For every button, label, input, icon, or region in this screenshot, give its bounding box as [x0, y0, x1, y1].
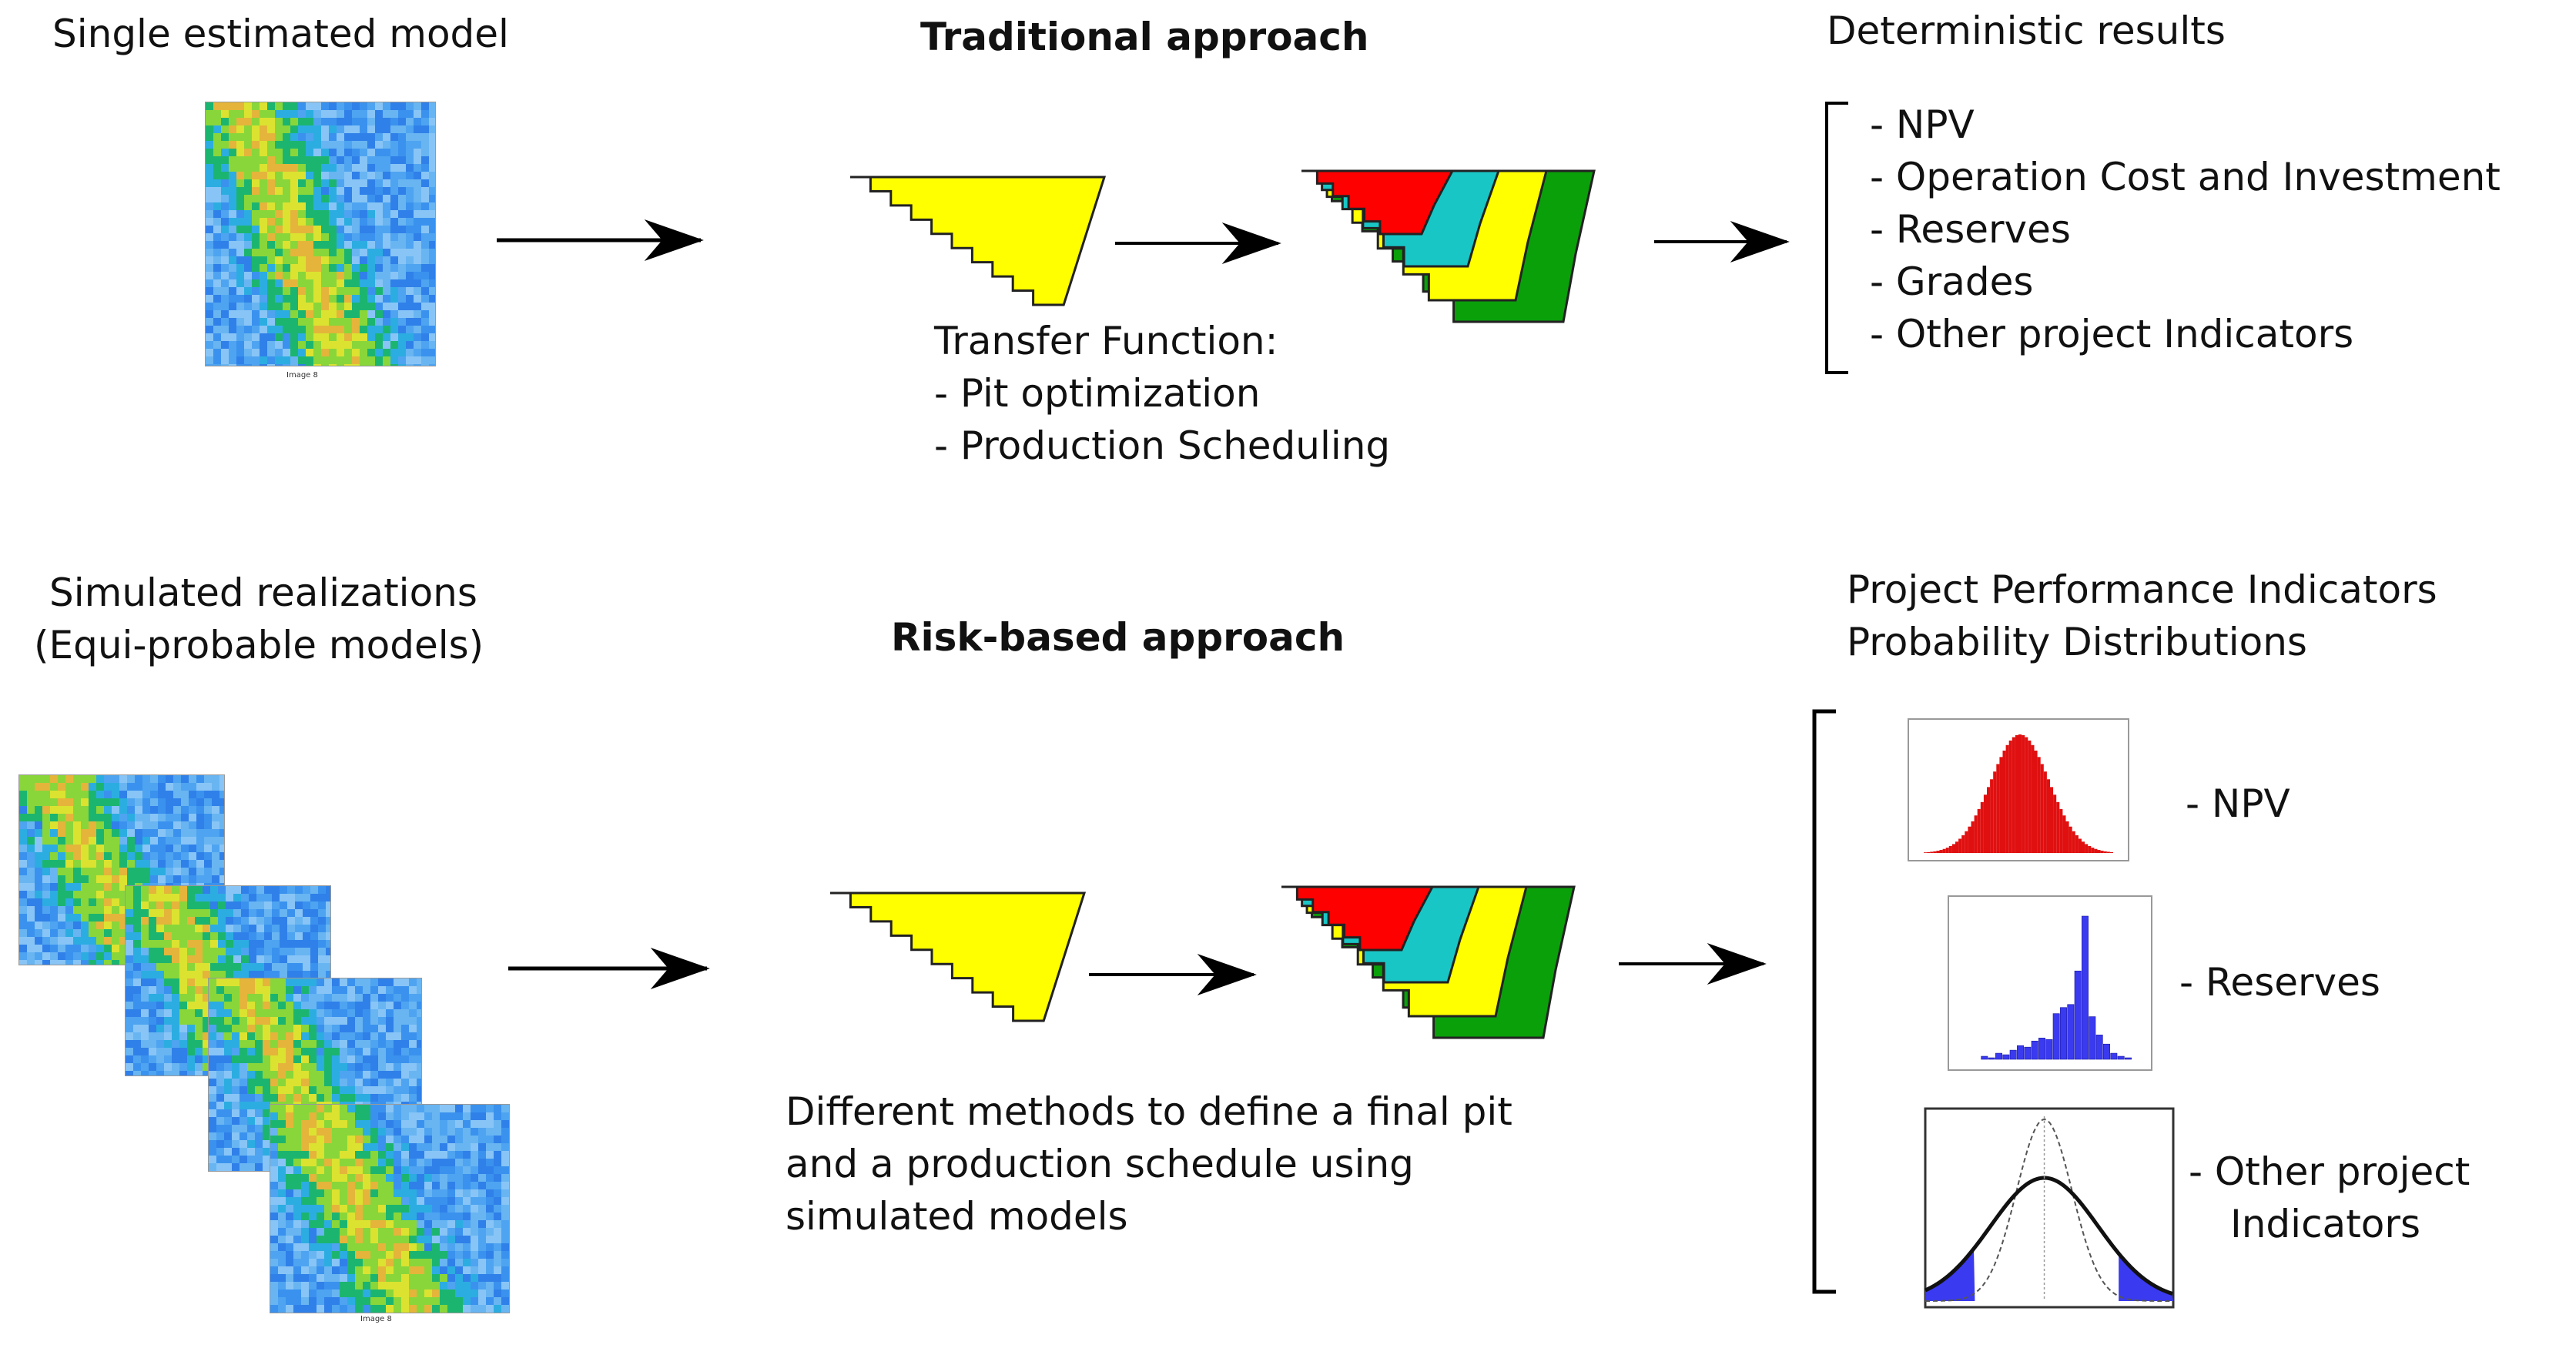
result-item: - Reserves: [1870, 207, 2071, 252]
histogram: [1908, 718, 2129, 861]
phased-pit-icon: [1301, 169, 1596, 323]
performance-indicators-title: Project Performance Indicators: [1847, 567, 2437, 612]
block-model-map: [205, 102, 436, 366]
pit-phase: [1301, 169, 1455, 236]
result-item: - Grades: [1870, 259, 2034, 304]
description-line: simulated models: [786, 1194, 1128, 1239]
traditional-approach-title: Traditional approach: [920, 15, 1369, 59]
bracket-icon: [1812, 709, 1836, 1294]
transfer-function-line: - Pit optimization: [934, 371, 1261, 416]
transfer-function-line: - Production Scheduling: [934, 423, 1391, 468]
indicator-npv: - NPV: [2186, 781, 2290, 826]
map-caption: Image 8: [360, 1315, 392, 1323]
simulated-realizations-subtitle: (Equi-probable models): [34, 623, 484, 667]
map-caption: Image 8: [286, 371, 318, 380]
result-item: - Other project Indicators: [1870, 312, 2354, 356]
distribution-curve: [1924, 1107, 2175, 1309]
result-item: - Operation Cost and Investment: [1870, 155, 2501, 199]
description-line: and a production schedule using: [786, 1142, 1414, 1186]
pit-phase: [1281, 885, 1435, 952]
probability-distributions-title: Probability Distributions: [1847, 620, 2307, 664]
indicator-reserves: - Reserves: [2179, 960, 2380, 1005]
indicator-other: - Other project: [2189, 1149, 2470, 1194]
bracket-icon: [1825, 102, 1848, 374]
risk-based-approach-title: Risk-based approach: [891, 615, 1345, 660]
phased-pit-icon: [1281, 885, 1576, 1039]
description-line: Different methods to define a final pit: [786, 1089, 1512, 1134]
single-model-title: Single estimated model: [52, 12, 509, 56]
indicator-other-2: Indicators: [2230, 1202, 2420, 1246]
simulated-realizations-title: Simulated realizations: [49, 570, 477, 615]
transfer-function-line: Transfer Function:: [934, 319, 1278, 363]
deterministic-results-title: Deterministic results: [1827, 8, 2226, 53]
result-item: - NPV: [1870, 102, 1975, 147]
pit-icon: [850, 176, 1107, 306]
realization-map-4: [270, 1104, 510, 1313]
pit-icon: [830, 891, 1087, 1022]
histogram: [1948, 895, 2152, 1071]
